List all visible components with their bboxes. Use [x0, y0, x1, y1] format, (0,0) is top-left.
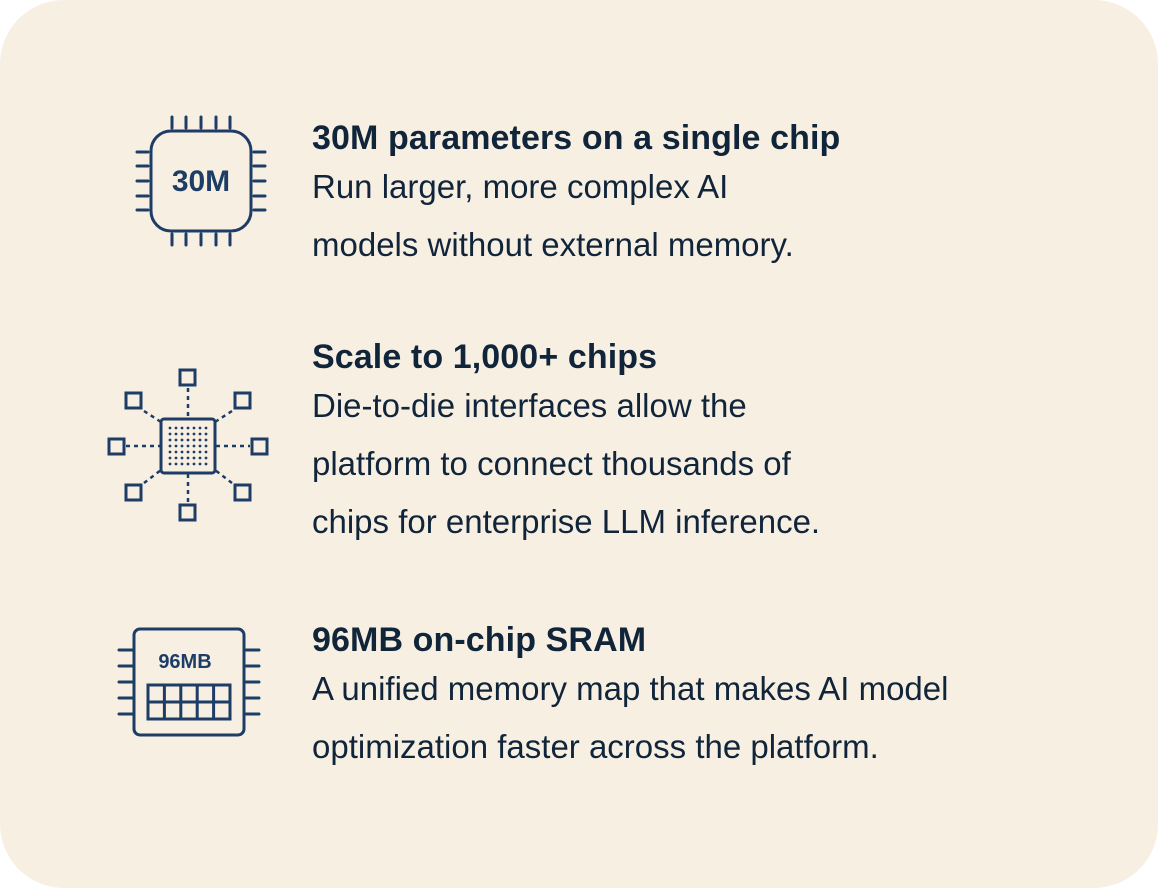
chip-core-dot: [204, 444, 208, 448]
chip-core-dot: [204, 462, 208, 466]
chip-core-dot: [168, 450, 172, 454]
chip-core-dot: [180, 426, 184, 430]
feature-description: Run larger, more complex AI models witho…: [312, 158, 1112, 274]
chip-core-dot: [168, 462, 172, 466]
feature-description-line: Run larger, more complex AI: [312, 168, 729, 205]
chip-core-dot: [174, 432, 178, 436]
feature-description: A unified memory map that makes AI model…: [312, 660, 1112, 776]
chip-core-dot: [174, 462, 178, 466]
chip-core-dot: [168, 438, 172, 442]
chip-core-dot: [180, 450, 184, 454]
chip-core-dot: [168, 432, 172, 436]
feature-description-line: platform to connect thousands of: [312, 445, 791, 482]
memory-chip-icon: 96MB: [117, 627, 261, 737]
chip-core-dot: [168, 456, 172, 460]
feature-title: 30M parameters on a single chip: [312, 119, 841, 157]
chip-icon: 30M: [135, 115, 267, 247]
chip-core-dot: [204, 432, 208, 436]
feature-title: 96MB on-chip SRAM: [312, 621, 647, 659]
chip-core-dot: [186, 426, 190, 430]
chip-core-dot: [198, 438, 202, 442]
chip-core-dot: [186, 462, 190, 466]
chip-core-dot: [174, 438, 178, 442]
chip-core-dot: [192, 450, 196, 454]
chip-core-dot: [198, 432, 202, 436]
chip-core-dot: [192, 444, 196, 448]
chip-icon-label: 30M: [172, 165, 230, 198]
feature-text: 96MB on-chip SRAM A unified memory map t…: [312, 620, 1112, 776]
chip-core-dots: [168, 426, 208, 466]
chip-core-dot: [204, 450, 208, 454]
chip-core-dot: [192, 426, 196, 430]
chip-core-dot: [186, 444, 190, 448]
chip-core-dot: [180, 444, 184, 448]
feature-title: Scale to 1,000+ chips: [312, 338, 658, 376]
chip-core-dot: [198, 426, 202, 430]
feature-description-line: Die-to-die interfaces allow the: [312, 387, 747, 424]
feature-description-line: optimization faster across the platform.: [312, 728, 879, 765]
chip-core-dot: [198, 456, 202, 460]
chip-core-dot: [180, 438, 184, 442]
memory-chip-icon-label: 96MB: [158, 651, 211, 673]
feature-description-line: A unified memory map that makes AI model: [312, 670, 949, 707]
chip-core-dot: [198, 450, 202, 454]
feature-description-line: models without external memory.: [312, 226, 794, 263]
chip-core-dot: [180, 456, 184, 460]
feature-description-line: chips for enterprise LLM inference.: [312, 503, 821, 540]
chip-core-dot: [186, 438, 190, 442]
chip-core-dot: [168, 444, 172, 448]
chip-core-dot: [174, 444, 178, 448]
chip-core-dot: [198, 444, 202, 448]
chip-core-dot: [180, 432, 184, 436]
chip-core-dot: [192, 456, 196, 460]
chip-core-dot: [192, 462, 196, 466]
chip-core-dot: [186, 456, 190, 460]
chip-core-dot: [174, 426, 178, 430]
chip-core-dot: [198, 462, 202, 466]
chip-core-dot: [186, 432, 190, 436]
chip-core-dot: [192, 438, 196, 442]
feature-description: Die-to-die interfaces allow the platform…: [312, 377, 1112, 551]
feature-text: Scale to 1,000+ chips Die-to-die interfa…: [312, 337, 1112, 551]
chip-core-dot: [204, 456, 208, 460]
chip-core-dot: [180, 462, 184, 466]
chip-core-dot: [204, 426, 208, 430]
chip-network-icon: [107, 368, 269, 522]
feature-text: 30M parameters on a single chip Run larg…: [312, 118, 1112, 274]
chip-core-dot: [204, 438, 208, 442]
chip-core-dot: [192, 432, 196, 436]
chip-core-dot: [168, 426, 172, 430]
chip-core-dot: [186, 450, 190, 454]
chip-core-dot: [174, 450, 178, 454]
chip-core-dot: [174, 456, 178, 460]
